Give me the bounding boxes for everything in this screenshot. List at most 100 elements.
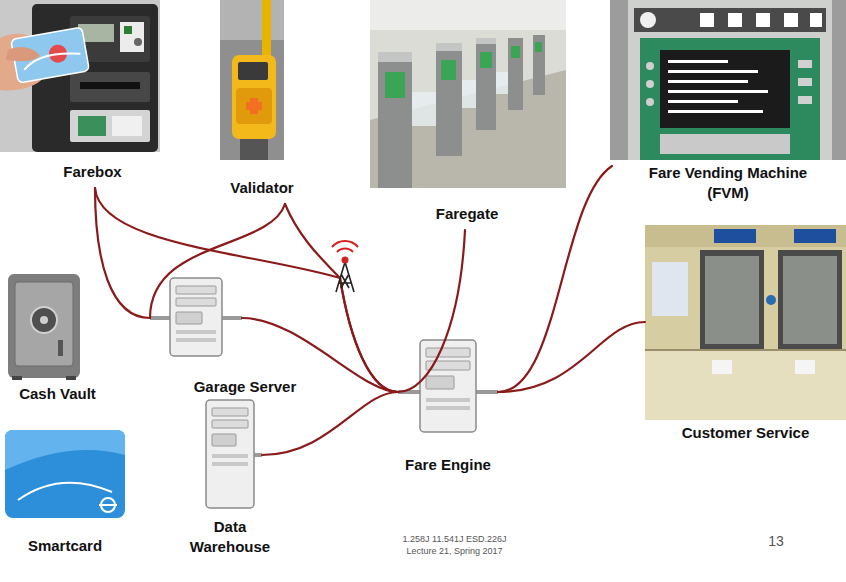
faregate-photo: [476, 38, 496, 44]
node-caption: Cash Vault: [0, 384, 115, 404]
fare-vending-machine-photo: [646, 80, 654, 88]
node-caption: Validator: [217, 178, 307, 198]
fare-vending-machine-photo: [668, 90, 768, 93]
customer-service-photo: [645, 350, 846, 420]
photo-node: Farebox: [10, 0, 175, 182]
validator-photo: [240, 139, 268, 160]
faregate-photo: [480, 52, 492, 68]
fare-vending-machine-photo: [610, 0, 846, 160]
data-warehouse-icon: [206, 400, 262, 508]
cash-vault-photo: [15, 282, 73, 366]
validator-photo: [246, 102, 262, 110]
data-warehouse-icon: [212, 408, 248, 416]
garage-server-icon: [176, 286, 216, 294]
fare-vending-machine-photo: [668, 60, 728, 63]
photo-area: [217, 0, 307, 178]
antenna-icon: [332, 241, 358, 252]
fare-vending-machine-photo: [798, 78, 812, 86]
photo-node: Fare Engine: [398, 336, 498, 475]
node-caption: Fare Engine: [398, 455, 498, 475]
photo-area: [150, 272, 340, 377]
fare-vending-machine-photo: [700, 13, 714, 27]
farebox-photo: [120, 22, 144, 52]
customer-service-photo: [645, 225, 846, 420]
data-warehouse-icon: [212, 462, 248, 466]
customer-service-photo: [794, 229, 836, 243]
faregate-photo: [508, 38, 523, 110]
smartcard-photo: [5, 430, 125, 470]
validator-photo: [220, 0, 284, 160]
farebox-photo: [6, 47, 40, 61]
fare-engine-icon: [398, 340, 498, 432]
smartcard-photo: [18, 483, 112, 500]
smartcard-photo: [99, 504, 117, 506]
photo-node: Validator: [217, 0, 307, 198]
customer-service-photo: [645, 225, 846, 420]
validator-photo: [220, 0, 284, 160]
photo-area: [610, 0, 846, 163]
customer-service-photo: [652, 262, 688, 316]
farebox-photo: [78, 116, 106, 136]
farebox-photo: [134, 38, 142, 46]
fare-engine-icon: [426, 398, 470, 402]
cash-vault-photo: [58, 340, 63, 356]
fare-vending-machine-photo: [628, 0, 832, 160]
fare-vending-machine-photo: [668, 100, 738, 103]
fare-engine-icon: [426, 348, 470, 357]
node-caption: Farebox: [10, 162, 175, 182]
fare-vending-machine-photo: [640, 38, 820, 160]
farebox-photo: [0, 0, 160, 152]
data-warehouse-icon: [212, 454, 248, 458]
fare-vending-machine-photo: [668, 80, 748, 83]
fare-vending-machine-photo: [660, 134, 790, 154]
validator-photo: [232, 55, 276, 139]
faregate-photo: [370, 0, 566, 188]
faregate-photo: [533, 35, 545, 95]
farebox-photo: [80, 82, 140, 89]
course-footer: 1.258J 11.541J ESD.226J Lecture 21, Spri…: [392, 533, 517, 557]
customer-service-photo: [712, 360, 732, 374]
customer-service-photo: [714, 229, 756, 243]
customer-service-photo: [645, 349, 846, 351]
customer-service-photo: [700, 250, 764, 350]
antenna-icon: [342, 257, 349, 264]
validator-photo: [238, 62, 268, 80]
node-caption: Garage Server: [150, 377, 340, 397]
garage-server-icon: [176, 338, 216, 342]
cash-vault-photo: [8, 274, 80, 378]
fare-vending-machine-photo: [728, 13, 742, 27]
photo-area: [398, 336, 498, 455]
network-link: [498, 322, 645, 392]
network-link: [262, 392, 398, 455]
faregate-photo: [511, 46, 520, 58]
fare-engine-icon: [420, 340, 476, 432]
garage-server-icon: [176, 330, 216, 334]
faregate-photo: [436, 48, 462, 156]
cash-vault-photo: [31, 307, 57, 333]
fare-engine-icon: [426, 376, 454, 389]
photo-node: Garage Server: [150, 272, 340, 397]
photo-area: [368, 0, 566, 204]
faregate-photo: [370, 0, 566, 30]
node-caption: Data Warehouse: [180, 517, 280, 557]
network-link: [498, 166, 612, 392]
fare-vending-machine-photo: [668, 70, 758, 73]
garage-server-icon: [176, 312, 202, 324]
cash-vault-photo: [66, 376, 76, 380]
farebox-photo: [112, 116, 142, 136]
data-warehouse-icon: [212, 420, 248, 428]
photo-area: [10, 0, 175, 162]
faregate-photo: [412, 92, 436, 126]
photo-node: Data Warehouse: [180, 398, 280, 557]
fare-vending-machine-photo: [810, 13, 822, 27]
customer-service-photo: [766, 295, 776, 305]
faregate-photo: [378, 58, 412, 188]
cash-vault-photo: [8, 274, 80, 380]
fare-vending-machine-photo: [646, 62, 654, 70]
farebox-photo: [0, 0, 160, 152]
fare-vending-machine-photo: [646, 98, 654, 106]
fare-vending-machine-photo: [640, 12, 656, 28]
fare-vending-machine-photo: [756, 13, 770, 27]
